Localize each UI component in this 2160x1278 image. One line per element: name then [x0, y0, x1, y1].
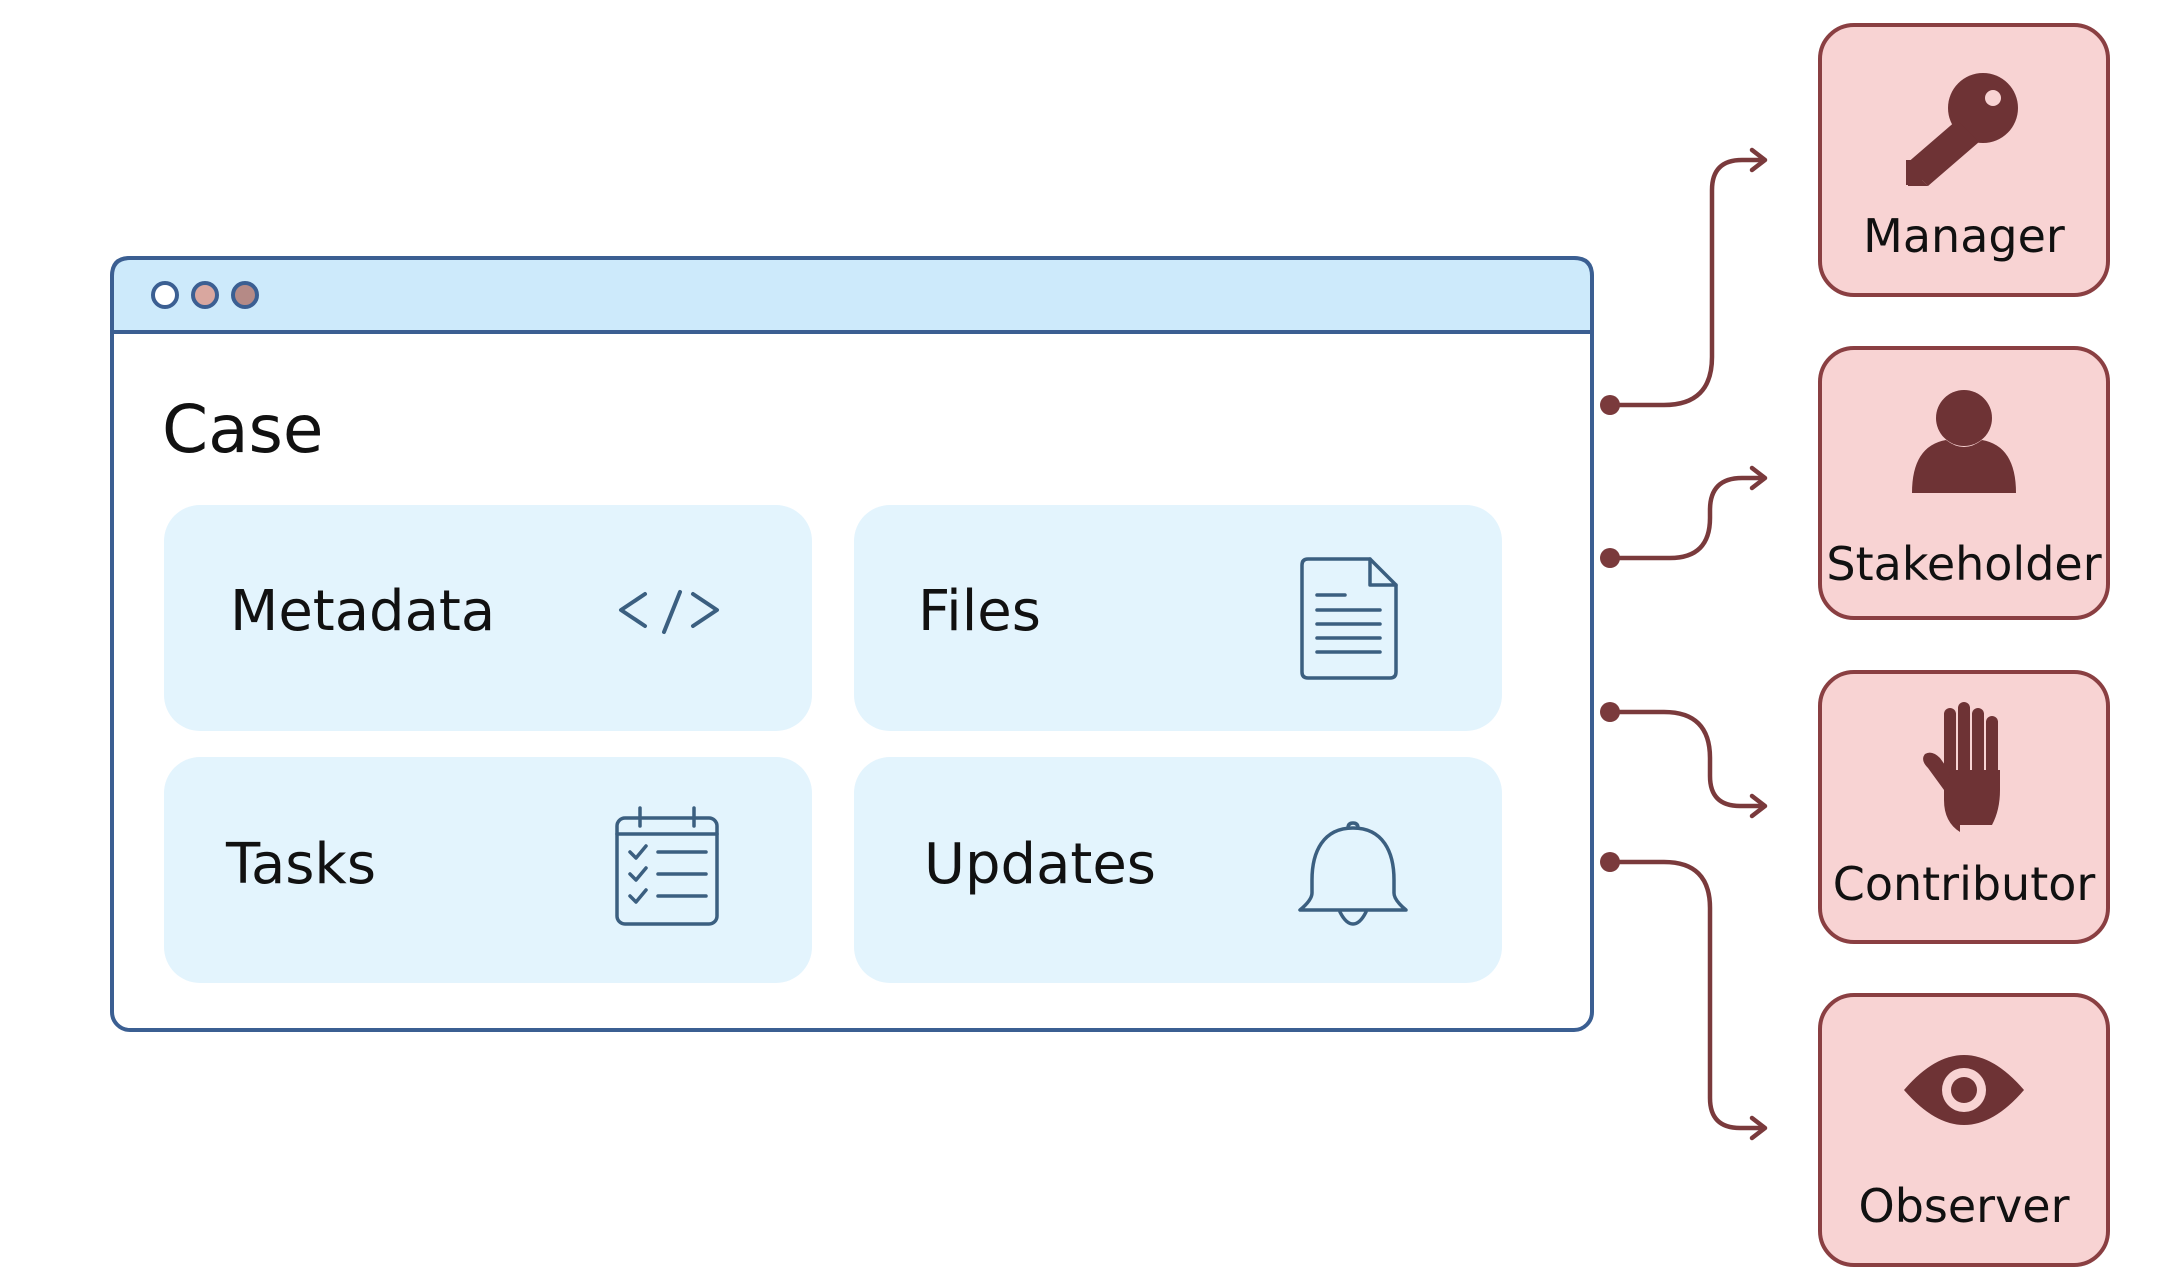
role-contributor[interactable]: Contributor [1818, 670, 2110, 944]
role-observer-label: Observer [1858, 1179, 2069, 1233]
connector-stakeholder [1600, 465, 1768, 568]
role-stakeholder[interactable]: Stakeholder [1818, 346, 2110, 620]
card-metadata-label: Metadata [230, 579, 495, 644]
eye-icon [1904, 1055, 2024, 1125]
card-files-label: Files [918, 579, 1041, 644]
connector-observer [1600, 852, 1768, 1141]
role-manager-label: Manager [1863, 209, 2065, 263]
window-dot-2 [191, 281, 219, 309]
card-tasks[interactable]: Tasks [164, 757, 812, 983]
key-icon [1906, 73, 2018, 186]
role-manager[interactable]: Manager [1818, 23, 2110, 297]
card-updates-label: Updates [924, 832, 1156, 897]
window-title: Case [162, 391, 324, 468]
card-metadata[interactable]: Metadata [164, 505, 812, 731]
window-titlebar [110, 256, 1594, 334]
document-icon [1300, 557, 1398, 680]
checklist-icon [615, 806, 719, 926]
hand-icon [1923, 702, 2000, 832]
card-updates[interactable]: Updates [854, 757, 1502, 983]
connector-contributor [1600, 702, 1768, 819]
connector-manager [1600, 147, 1768, 415]
code-icon [619, 590, 719, 634]
window-dot-1 [151, 281, 179, 309]
bell-icon [1298, 821, 1408, 926]
connectors [1600, 147, 1768, 1141]
card-tasks-label: Tasks [225, 832, 376, 897]
person-icon [1912, 390, 2016, 493]
window-dot-3 [231, 281, 259, 309]
role-observer[interactable]: Observer [1818, 993, 2110, 1267]
role-contributor-label: Contributor [1833, 857, 2096, 911]
role-stakeholder-label: Stakeholder [1826, 537, 2101, 591]
card-files[interactable]: Files [854, 505, 1502, 731]
